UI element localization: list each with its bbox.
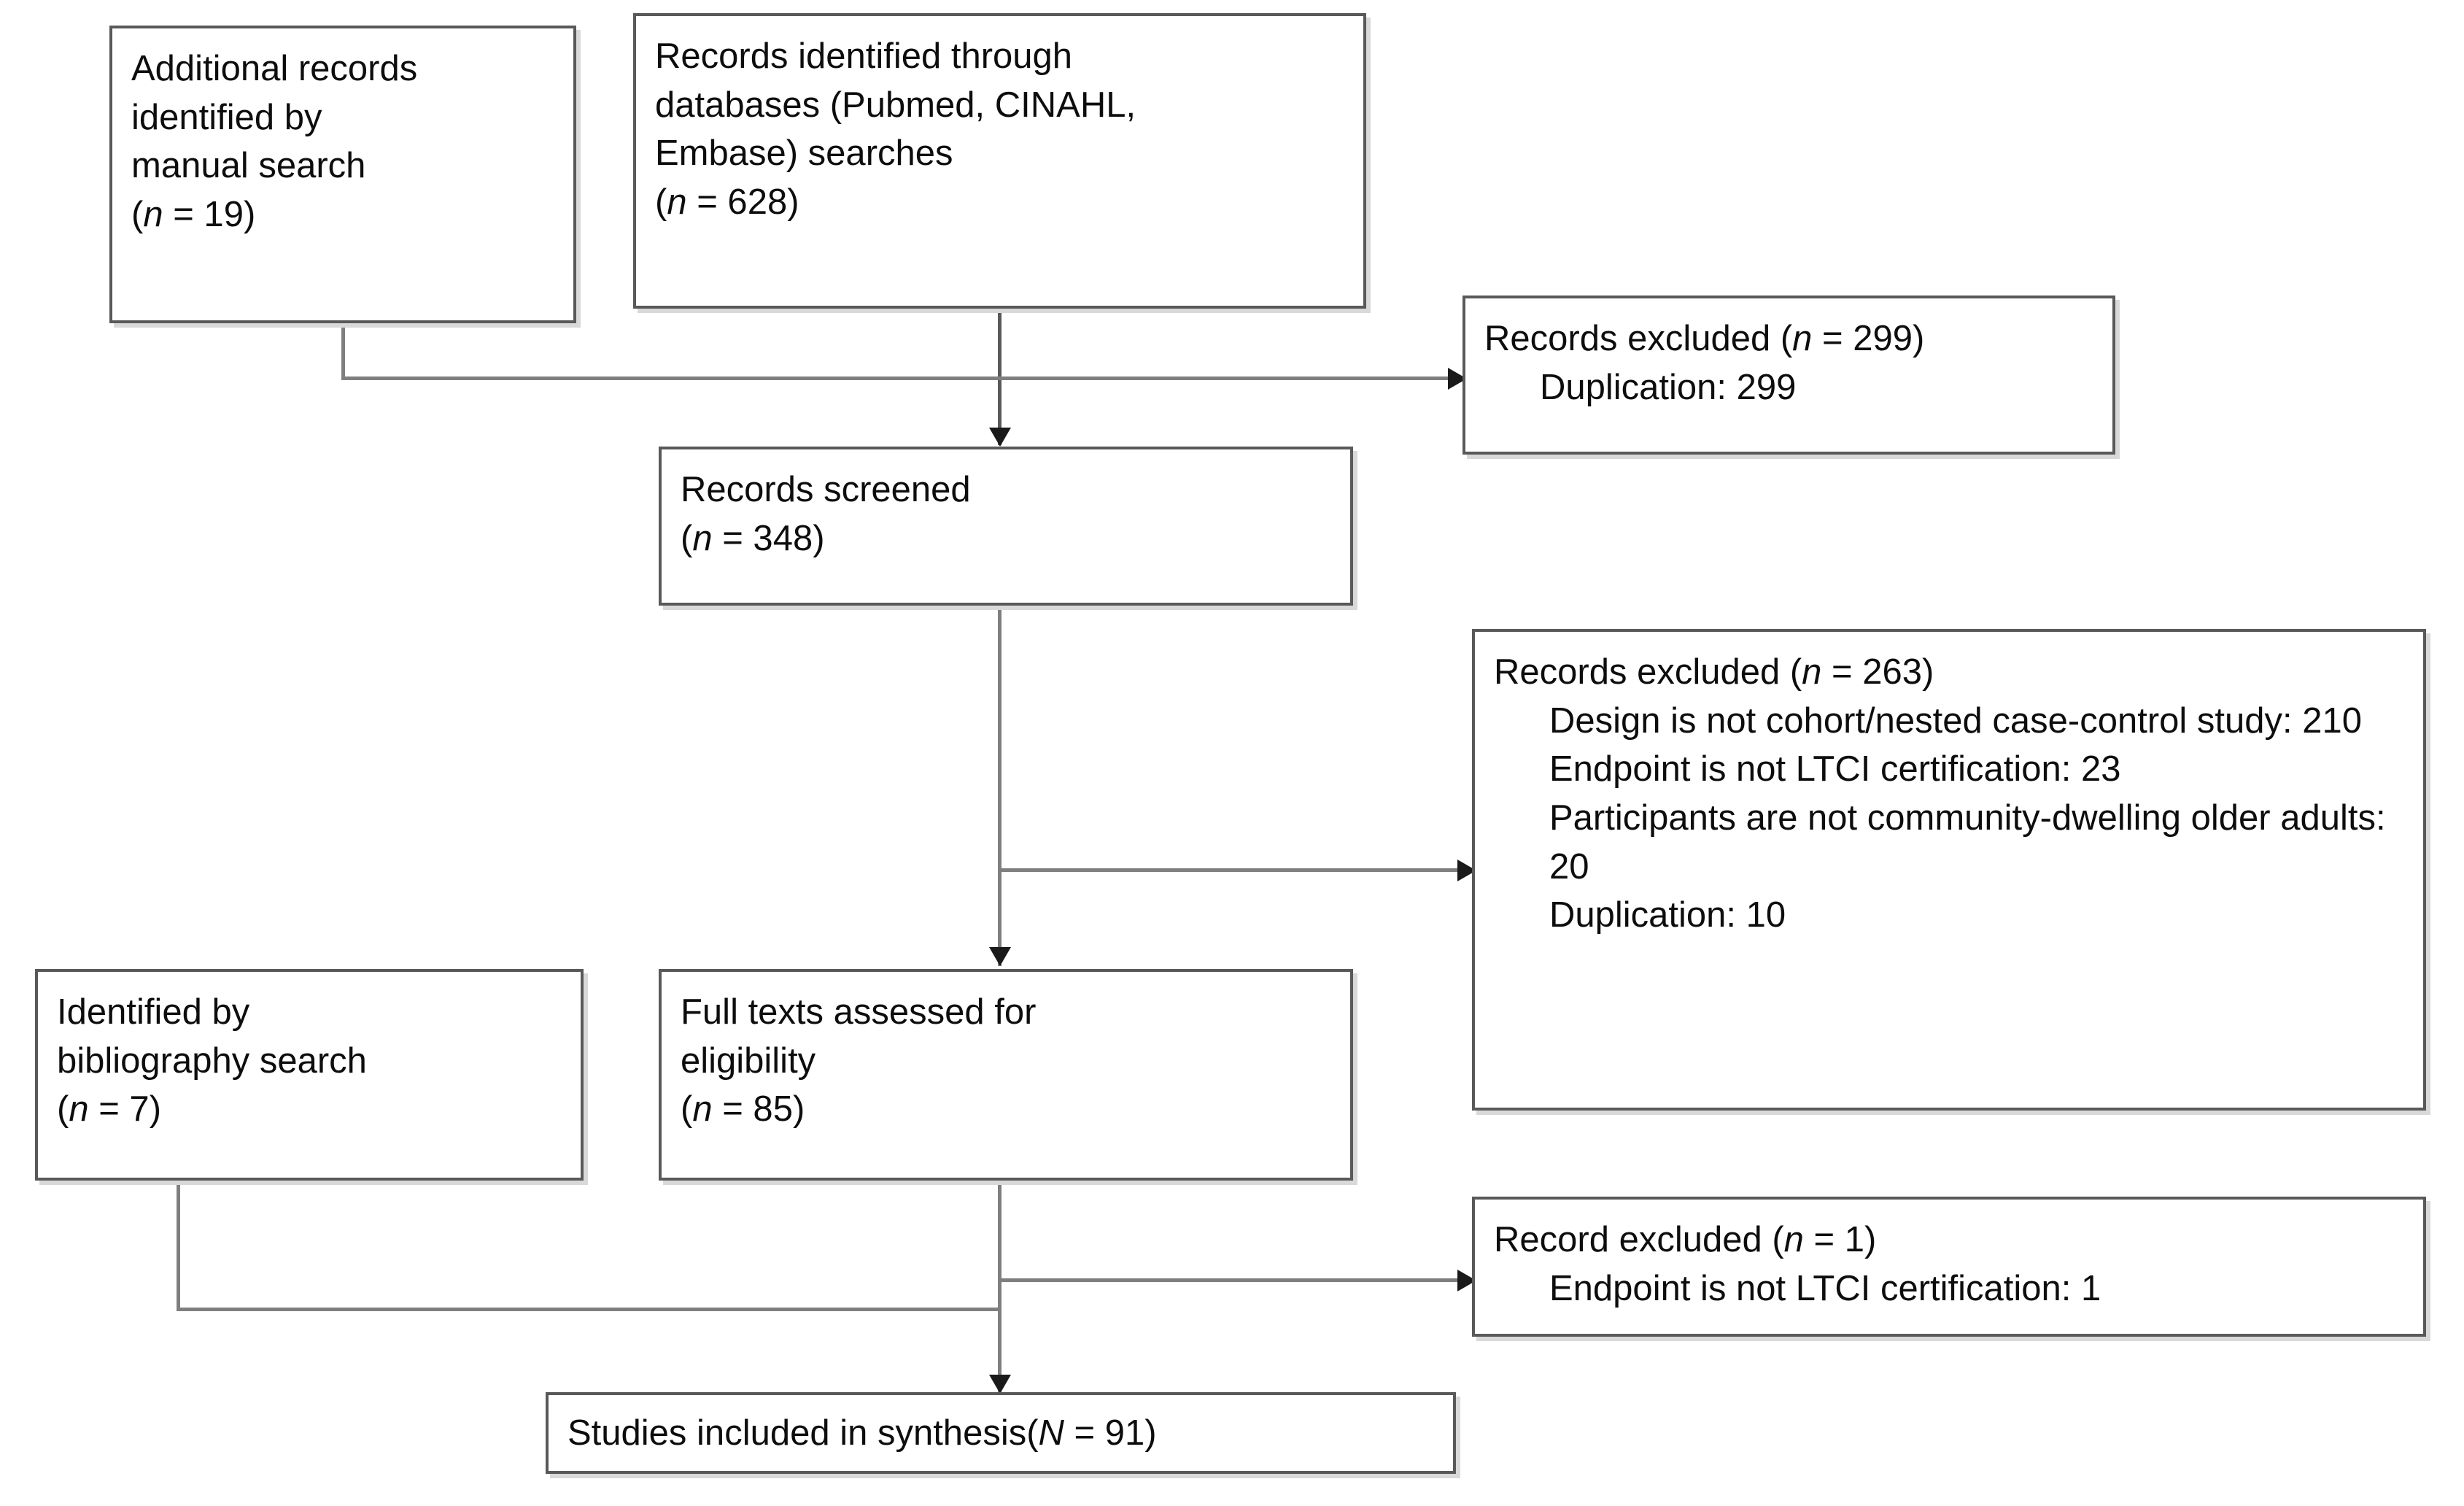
node-studies-included: Studies included in synthesis(N = 91) [546, 1392, 1456, 1474]
connector-additional-down [341, 321, 345, 379]
connector-bibliography-to-spine [177, 1308, 1001, 1311]
node-additional-records-line-2: identified by [131, 97, 322, 137]
node-records-identified-line-1: Records identified through [655, 36, 1073, 76]
node-additional-records-line-1: Additional records [131, 49, 418, 88]
node-records-screened-line-1: Records screened [681, 470, 971, 509]
connector-additional-to-excluded299 [341, 376, 1465, 380]
node-records-screened-count: (n = 348) [681, 518, 825, 558]
connector-fulltexts-to-excluded1 [998, 1278, 1472, 1282]
node-records-excluded-263-reason-1: Design is not cohort/nested case-control… [1549, 700, 2363, 741]
node-records-screened: Records screened (n = 348) [659, 447, 1353, 606]
node-additional-records-count: (n = 19) [131, 194, 256, 234]
node-identified-bibliography: Identified by bibliography search (n = 7… [35, 969, 584, 1181]
node-additional-records: Additional records identified by manual … [109, 26, 576, 323]
node-records-identified-count: (n = 628) [655, 182, 799, 222]
node-records-excluded-299-heading: Records excluded (n = 299) [1484, 319, 1925, 358]
node-records-excluded-263-reason-4: Duplication: 10 [1549, 895, 1786, 935]
node-records-excluded-299: Records excluded (n = 299) Duplication: … [1462, 296, 2115, 455]
node-additional-records-line-3: manual search [131, 146, 366, 186]
node-records-identified-line-3: Embase) searches [655, 134, 953, 174]
node-records-identified-line-2: databases (Pubmed, CINAHL, [655, 85, 1136, 125]
node-records-excluded-263-reason-2: Endpoint is not LTCI certification: 23 [1549, 749, 2121, 789]
node-full-texts-line-2: eligibility [681, 1040, 816, 1081]
node-full-texts: Full texts assessed for eligibility (n =… [659, 969, 1353, 1181]
node-records-excluded-263-reason-3: Participants are not community-dwelling … [1549, 798, 2396, 887]
connector-screened-to-fulltexts [998, 601, 1002, 966]
node-records-identified: Records identified through databases (Pu… [633, 13, 1366, 309]
node-studies-included-label: Studies included in synthesis(N = 91) [567, 1413, 1157, 1453]
node-record-excluded-1: Record excluded (n = 1) Endpoint is not … [1472, 1197, 2426, 1337]
arrow-identified-to-screened [989, 428, 1011, 447]
node-identified-bibliography-line-2: bibliography search [57, 1040, 367, 1081]
connector-identified-to-screened [998, 299, 1002, 445]
node-records-excluded-263-heading: Records excluded (n = 263) [1494, 652, 1934, 692]
connector-screened-to-excluded263 [998, 868, 1472, 872]
node-full-texts-count: (n = 85) [681, 1089, 805, 1130]
node-record-excluded-1-heading: Record excluded (n = 1) [1494, 1220, 1877, 1259]
node-records-excluded-299-reason-1: Duplication: 299 [1540, 367, 1797, 407]
node-record-excluded-1-reason-1: Endpoint is not LTCI certification: 1 [1549, 1268, 2101, 1308]
node-records-excluded-263: Records excluded (n = 263) Design is not… [1472, 629, 2426, 1111]
node-identified-bibliography-line-1: Identified by [57, 992, 250, 1032]
node-full-texts-line-1: Full texts assessed for [681, 992, 1037, 1032]
arrow-fulltexts-to-studies [989, 1375, 1011, 1394]
arrow-screened-to-fulltexts [989, 947, 1011, 966]
connector-fulltexts-to-studies [998, 1178, 1002, 1397]
node-identified-bibliography-count: (n = 7) [57, 1089, 162, 1130]
connector-bibliography-down [177, 1179, 180, 1310]
